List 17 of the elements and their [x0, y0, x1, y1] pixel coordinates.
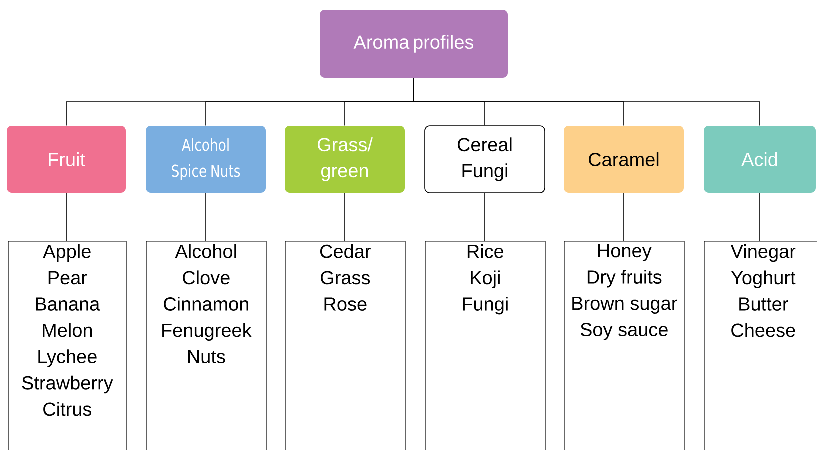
item-list-box: Cedar Grass Rose: [285, 241, 406, 450]
connector-line: [414, 78, 760, 126]
category-box: Acid: [704, 126, 816, 193]
category-box: Alcohol Spice Nuts: [146, 126, 266, 193]
category-box: Fruit: [7, 126, 126, 193]
connector-line: [344, 192, 346, 242]
category-box: Caramel: [564, 126, 684, 193]
item-list-box: Vinegar Yoghurt Butter Cheese: [704, 241, 817, 450]
item-list-box: Rice Koji Fungi: [425, 241, 546, 450]
connector-line: [66, 192, 67, 242]
item-list-box: Honey Dry fruits Brown sugar Soy sauce: [564, 241, 685, 450]
title-box: Aroma profiles: [320, 10, 508, 78]
connector-line: [484, 193, 486, 242]
category-box: Cereal Fungi: [424, 126, 546, 194]
category-box: Grass/ green: [285, 126, 405, 193]
item-list-box: Apple Pear Banana Melon Lychee Strawberry Citrus: [8, 241, 127, 450]
item-list-box: Alcohol Clove Cinnamon Fenugreek Nuts: [146, 241, 267, 450]
